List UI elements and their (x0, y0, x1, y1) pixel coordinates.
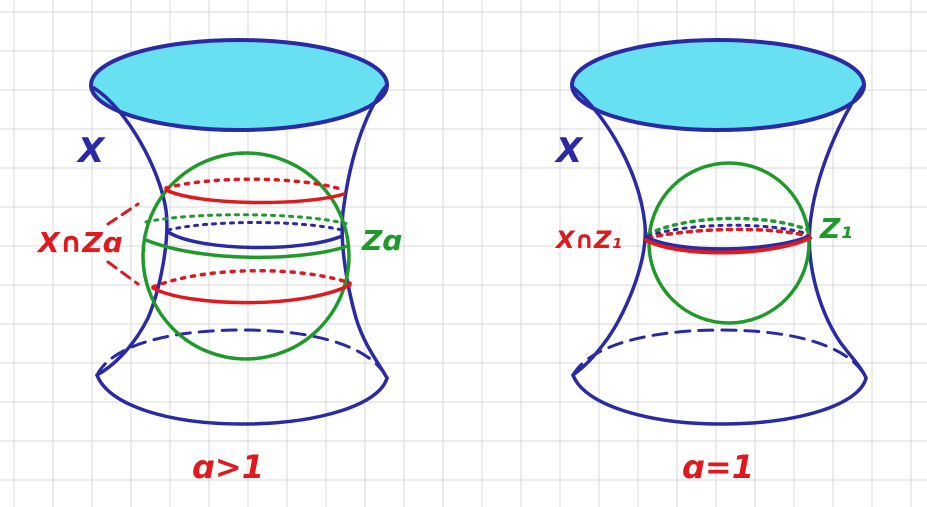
intersection-label-left: X∩Zɑ (36, 226, 123, 259)
sphere-label-left: Zɑ (361, 224, 402, 257)
hyperboloid-bottom-rim-front (573, 375, 866, 424)
label-pointer-lower (108, 262, 138, 284)
panel-left: X X∩Zɑ Zɑ ɑ>1 (36, 40, 402, 486)
intersection-circle-back (648, 229, 808, 238)
intersection-lower-front (153, 285, 350, 303)
panel-right: X X∩Z₁ Z₁ ɑ=1 (554, 40, 866, 486)
hyperboloid-bottom-rim-front (97, 375, 387, 424)
surface-label-left: X (76, 131, 106, 171)
hyperboloid-top-cap (572, 40, 864, 130)
hyperboloid-top-cap (91, 40, 387, 130)
intersection-upper-front (166, 190, 344, 203)
hyperboloid-waist-back (168, 223, 342, 231)
hyperboloid-bottom-rim-back (97, 330, 387, 378)
intersection-label-right: X∩Z₁ (554, 226, 622, 254)
sphere-label-right: Z₁ (819, 212, 853, 245)
hyperboloid-waist-front (168, 232, 342, 248)
condition-label-left: ɑ>1 (192, 448, 264, 486)
surface-label-right: X (554, 131, 584, 171)
condition-label-right: ɑ=1 (682, 448, 754, 486)
hyperboloid-bottom-rim-back (573, 330, 866, 378)
